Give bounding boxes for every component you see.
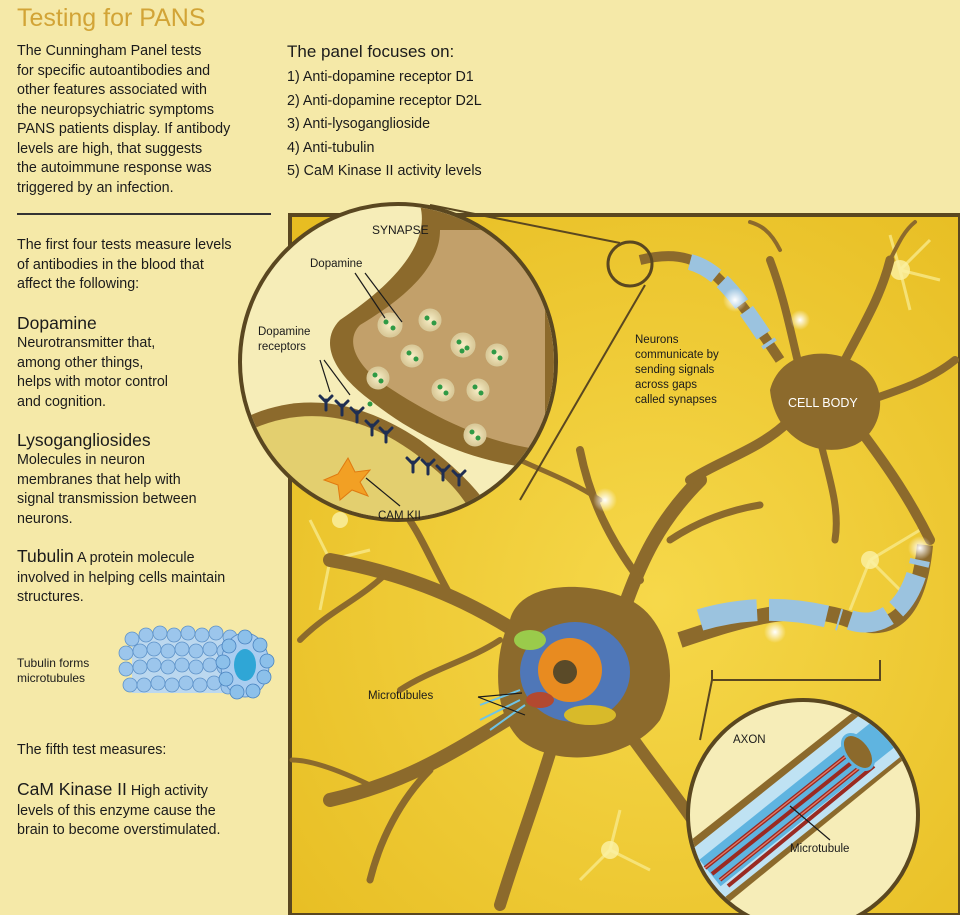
- neurons-communicate-label: Neurons communicate by sending signals a…: [635, 334, 719, 406]
- tubulin-forms-label: Tubulin forms microtubules: [17, 656, 90, 685]
- panel-list: 1) Anti-dopamine receptor D1 2) Anti-dop…: [287, 66, 482, 184]
- synapse-label: SYNAPSE: [372, 223, 429, 237]
- dopamine-text: Neurotransmitter that, among other thing…: [17, 335, 168, 410]
- section-divider: [17, 213, 271, 215]
- cell-organelles: [479, 622, 630, 731]
- panel-heading: The panel focuses on:: [287, 42, 455, 61]
- microtubule-label: Microtubule: [790, 843, 850, 855]
- dopamine-vesicles: [366, 308, 509, 447]
- camk-text-first: High activity: [130, 783, 208, 799]
- microtubule-icon: [118, 625, 275, 700]
- cell-body-label: CELL BODY: [788, 396, 858, 410]
- tubulin-heading: Tubulin: [17, 546, 74, 566]
- synapse-zoom-marker: [606, 240, 654, 288]
- fifth-test-text: The fifth test measures:: [17, 742, 167, 758]
- page-title: Testing for PANS: [17, 4, 206, 32]
- cell-body-dendrites: [685, 220, 959, 545]
- dopamine-receptor-icons: [318, 394, 467, 487]
- axon-myelin: [696, 557, 930, 633]
- panel-item-d1: 1) Anti-dopamine receptor D1: [287, 69, 474, 85]
- camkii-icon: [322, 456, 372, 501]
- axon-label: AXON: [733, 734, 766, 746]
- tubulin-text-rest: involved in helping cells maintain struc…: [17, 569, 226, 606]
- panel-item-lyso: 3) Anti-lysoganglioside: [287, 116, 431, 132]
- panel-item-tubulin: 4) Anti-tubulin: [287, 139, 375, 156]
- dopamine-heading: Dopamine: [17, 313, 97, 333]
- dopamine-receptors-label: Dopamine receptors: [258, 326, 311, 353]
- camk-block: CaM Kinase II High activity levels of th…: [17, 779, 279, 841]
- camk-text-rest: levels of this enzyme cause the brain to…: [17, 802, 221, 839]
- tubulin-illustration: [118, 625, 275, 700]
- camkii-label: CAM KII: [378, 510, 421, 522]
- dopamine-label: Dopamine: [310, 258, 363, 270]
- first-four-text: The first four tests measure levels of a…: [17, 237, 232, 292]
- synapse-glows: [593, 288, 932, 643]
- synapse-pointers: [319, 272, 403, 507]
- panel-item-camk: 5) CaM Kinase II activity levels: [287, 163, 482, 179]
- lyso-text: Molecules in neuron membranes that help …: [17, 452, 197, 527]
- microtubules-pointers: [477, 692, 526, 716]
- microtubules-label: Microtubules: [368, 690, 434, 702]
- intro-text: The Cunningham Panel tests for specific …: [17, 43, 231, 196]
- presynaptic-terminal: [353, 230, 545, 448]
- dopamine-molecules: [367, 315, 503, 441]
- tubulin-text-first: A protein molecule: [76, 550, 195, 566]
- tubulin-block: Tubulin A protein molecule involved in h…: [17, 546, 279, 608]
- cell-body-shape: [770, 353, 881, 450]
- panel-item-d2l: 2) Anti-dopamine receptor D2L: [287, 92, 482, 109]
- camk-heading: CaM Kinase II: [17, 779, 127, 799]
- axon-zoom: [686, 698, 920, 915]
- lyso-heading: Lysogangliosides: [17, 430, 151, 450]
